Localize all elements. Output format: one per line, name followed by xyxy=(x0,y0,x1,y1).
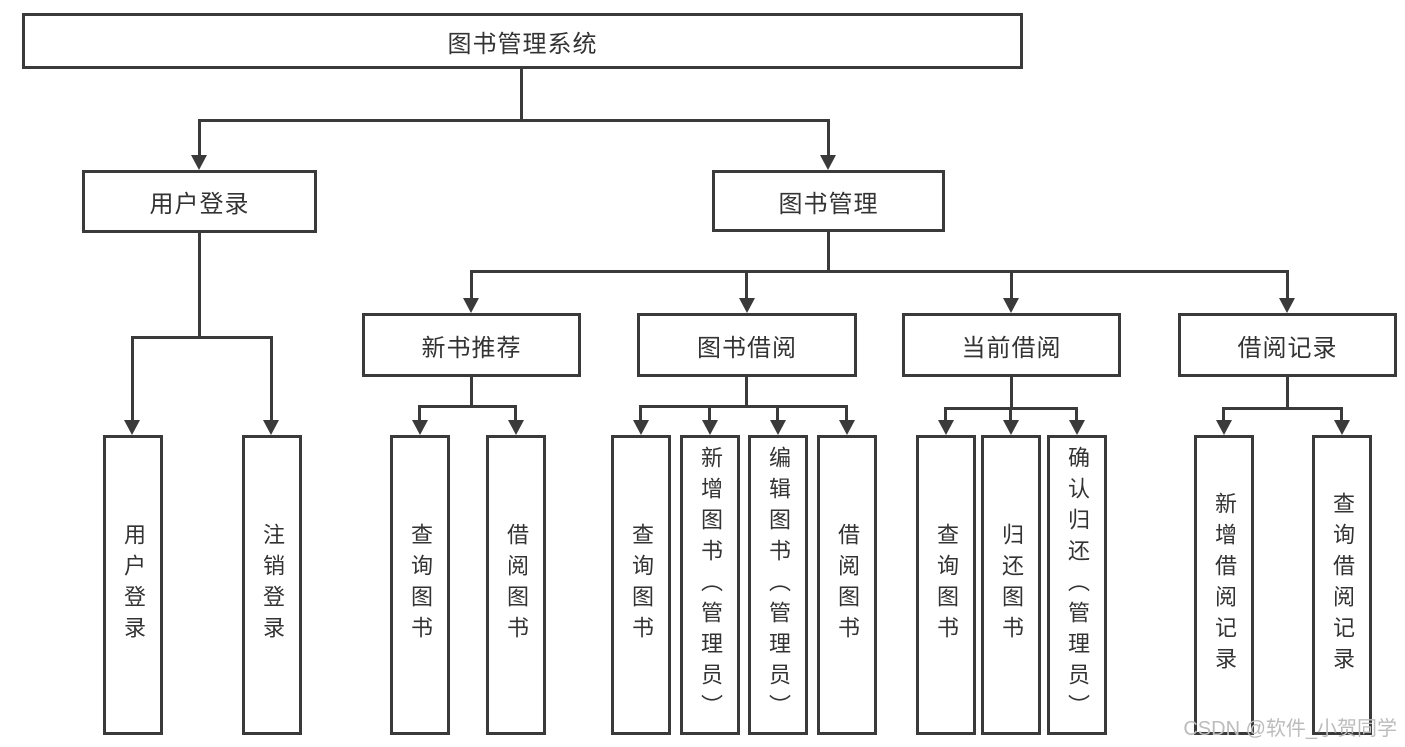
leaf-label: 查询图书 xyxy=(934,523,959,647)
leaf-return-books: 归还图书 xyxy=(981,435,1041,735)
connector xyxy=(419,405,517,408)
connector xyxy=(1340,407,1343,421)
leaf-borrow-books-recommend: 借阅图书 xyxy=(486,435,546,735)
node-current-borrowing: 当前借阅 xyxy=(902,313,1121,377)
connector xyxy=(639,405,642,421)
connector xyxy=(745,270,748,298)
node-label: 图书借阅 xyxy=(697,334,797,362)
leaf-query-books-current: 查询图书 xyxy=(916,435,976,735)
connector xyxy=(1010,270,1013,298)
connector xyxy=(198,119,830,122)
arrowhead-icon xyxy=(263,420,279,435)
arrowhead-icon xyxy=(463,298,479,313)
arrowhead-icon xyxy=(1069,420,1085,435)
connector xyxy=(1286,377,1289,407)
leaf-label: 用户登录 xyxy=(121,523,146,647)
arrowhead-icon xyxy=(1216,420,1232,435)
arrowhead-icon xyxy=(702,420,718,435)
leaf-label: 借阅图书 xyxy=(835,523,860,647)
node-root-library-system: 图书管理系统 xyxy=(22,13,1023,69)
arrowhead-icon xyxy=(739,298,755,313)
arrowhead-icon xyxy=(1003,420,1019,435)
connector xyxy=(514,405,517,421)
connector xyxy=(944,407,947,421)
connector xyxy=(520,69,523,119)
arrowhead-icon xyxy=(124,420,140,435)
connector xyxy=(827,119,830,155)
connector xyxy=(470,377,473,405)
leaf-edit-books-admin: 编辑图书（管理员） xyxy=(748,435,808,735)
connector xyxy=(1075,407,1078,421)
node-label: 图书管理 xyxy=(778,190,879,218)
node-label: 当前借阅 xyxy=(961,334,1062,362)
leaf-query-books-borrow: 查询图书 xyxy=(611,435,671,735)
leaf-label: 新增借阅记录 xyxy=(1212,492,1237,678)
leaf-label: 查询图书 xyxy=(629,523,654,647)
arrowhead-icon xyxy=(508,420,524,435)
arrowhead-icon xyxy=(1334,420,1350,435)
leaf-query-books-recommend: 查询图书 xyxy=(390,435,450,735)
leaf-confirm-return-admin: 确认归还（管理员） xyxy=(1047,435,1107,735)
arrowhead-icon xyxy=(938,420,954,435)
leaf-borrow-books: 借阅图书 xyxy=(817,435,877,735)
leaf-label: 确认归还（管理员） xyxy=(1065,445,1090,725)
arrowhead-icon xyxy=(839,420,855,435)
arrowhead-icon xyxy=(820,155,836,170)
connector xyxy=(470,270,473,298)
connector xyxy=(745,377,748,405)
connector xyxy=(640,405,848,408)
connector xyxy=(1286,270,1289,298)
node-label: 借阅记录 xyxy=(1237,334,1338,362)
leaf-label: 查询图书 xyxy=(408,523,433,647)
connector xyxy=(1010,377,1013,407)
arrowhead-icon xyxy=(412,420,428,435)
leaf-logout: 注销登录 xyxy=(242,435,302,735)
node-label: 图书管理系统 xyxy=(447,30,598,58)
connector xyxy=(418,405,421,421)
connector xyxy=(198,119,201,155)
arrowhead-icon xyxy=(1003,298,1019,313)
leaf-label: 借阅图书 xyxy=(504,523,529,647)
node-borrowing-records: 借阅记录 xyxy=(1178,313,1397,377)
connector xyxy=(198,233,201,336)
connector xyxy=(131,336,273,339)
leaf-label: 查询借阅记录 xyxy=(1330,492,1355,678)
leaf-label: 注销登录 xyxy=(260,523,285,647)
node-user-login: 用户登录 xyxy=(82,170,317,233)
connector xyxy=(1009,407,1012,421)
connector xyxy=(776,405,779,421)
connector xyxy=(1222,407,1225,421)
leaf-user-login: 用户登录 xyxy=(103,435,163,735)
connector xyxy=(1223,407,1343,410)
node-label: 新书推荐 xyxy=(421,334,522,362)
node-book-borrowing: 图书借阅 xyxy=(637,313,857,377)
leaf-add-books-admin: 新增图书（管理员） xyxy=(680,435,740,735)
arrowhead-icon xyxy=(770,420,786,435)
connector xyxy=(708,405,711,421)
leaf-label: 新增图书（管理员） xyxy=(698,445,723,725)
arrowhead-icon xyxy=(1279,298,1295,313)
arrowhead-icon xyxy=(633,420,649,435)
node-new-book-recommend: 新书推荐 xyxy=(362,313,581,377)
connector xyxy=(827,232,830,270)
leaf-query-borrow-record: 查询借阅记录 xyxy=(1312,435,1372,735)
csdn-watermark: CSDN @软件_小贺同学 xyxy=(1183,718,1397,740)
leaf-label: 归还图书 xyxy=(999,523,1024,647)
arrowhead-icon xyxy=(191,155,207,170)
leaf-label: 编辑图书（管理员） xyxy=(766,445,791,725)
connector xyxy=(131,336,134,420)
connector xyxy=(270,336,273,420)
connector xyxy=(845,405,848,421)
connector xyxy=(470,270,1289,273)
node-book-management: 图书管理 xyxy=(712,170,945,232)
leaf-add-borrow-record: 新增借阅记录 xyxy=(1194,435,1254,735)
node-label: 用户登录 xyxy=(149,191,250,218)
